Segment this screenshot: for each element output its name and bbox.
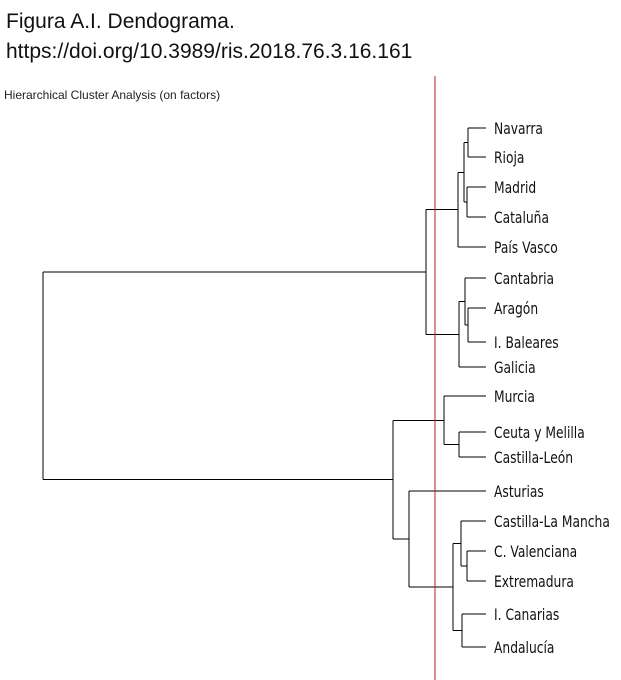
figure-caption-title: Figura A.I. Dendograma.	[6, 10, 235, 33]
leaf-label: Navarra	[494, 120, 543, 138]
leaf-label: Cataluña	[494, 209, 549, 227]
leaf-label: Castilla-León	[494, 449, 573, 467]
leaf-label: Ceuta y Melilla	[494, 424, 585, 442]
leaf-label: I. Canarias	[494, 606, 559, 624]
leaf-label: I. Baleares	[494, 334, 559, 352]
leaf-label: Asturias	[494, 483, 544, 501]
leaf-label: Madrid	[494, 179, 536, 197]
leaf-label: Andalucía	[494, 639, 554, 657]
dendrogram-subtitle: Hierarchical Cluster Analysis (on factor…	[4, 88, 221, 102]
leaf-label: Rioja	[494, 149, 524, 167]
leaf-label: Galicia	[494, 359, 536, 377]
leaf-label: Murcia	[494, 388, 535, 406]
leaf-label: Aragón	[494, 300, 538, 318]
leaf-label: Extremadura	[494, 573, 574, 591]
leaf-label: C. Valenciana	[494, 543, 577, 561]
figure-caption-doi: https://doi.org/10.3989/ris.2018.76.3.16…	[6, 40, 413, 63]
leaf-label: País Vasco	[494, 239, 558, 257]
leaf-label: Cantabria	[494, 270, 554, 288]
leaf-label: Castilla-La Mancha	[494, 513, 610, 531]
